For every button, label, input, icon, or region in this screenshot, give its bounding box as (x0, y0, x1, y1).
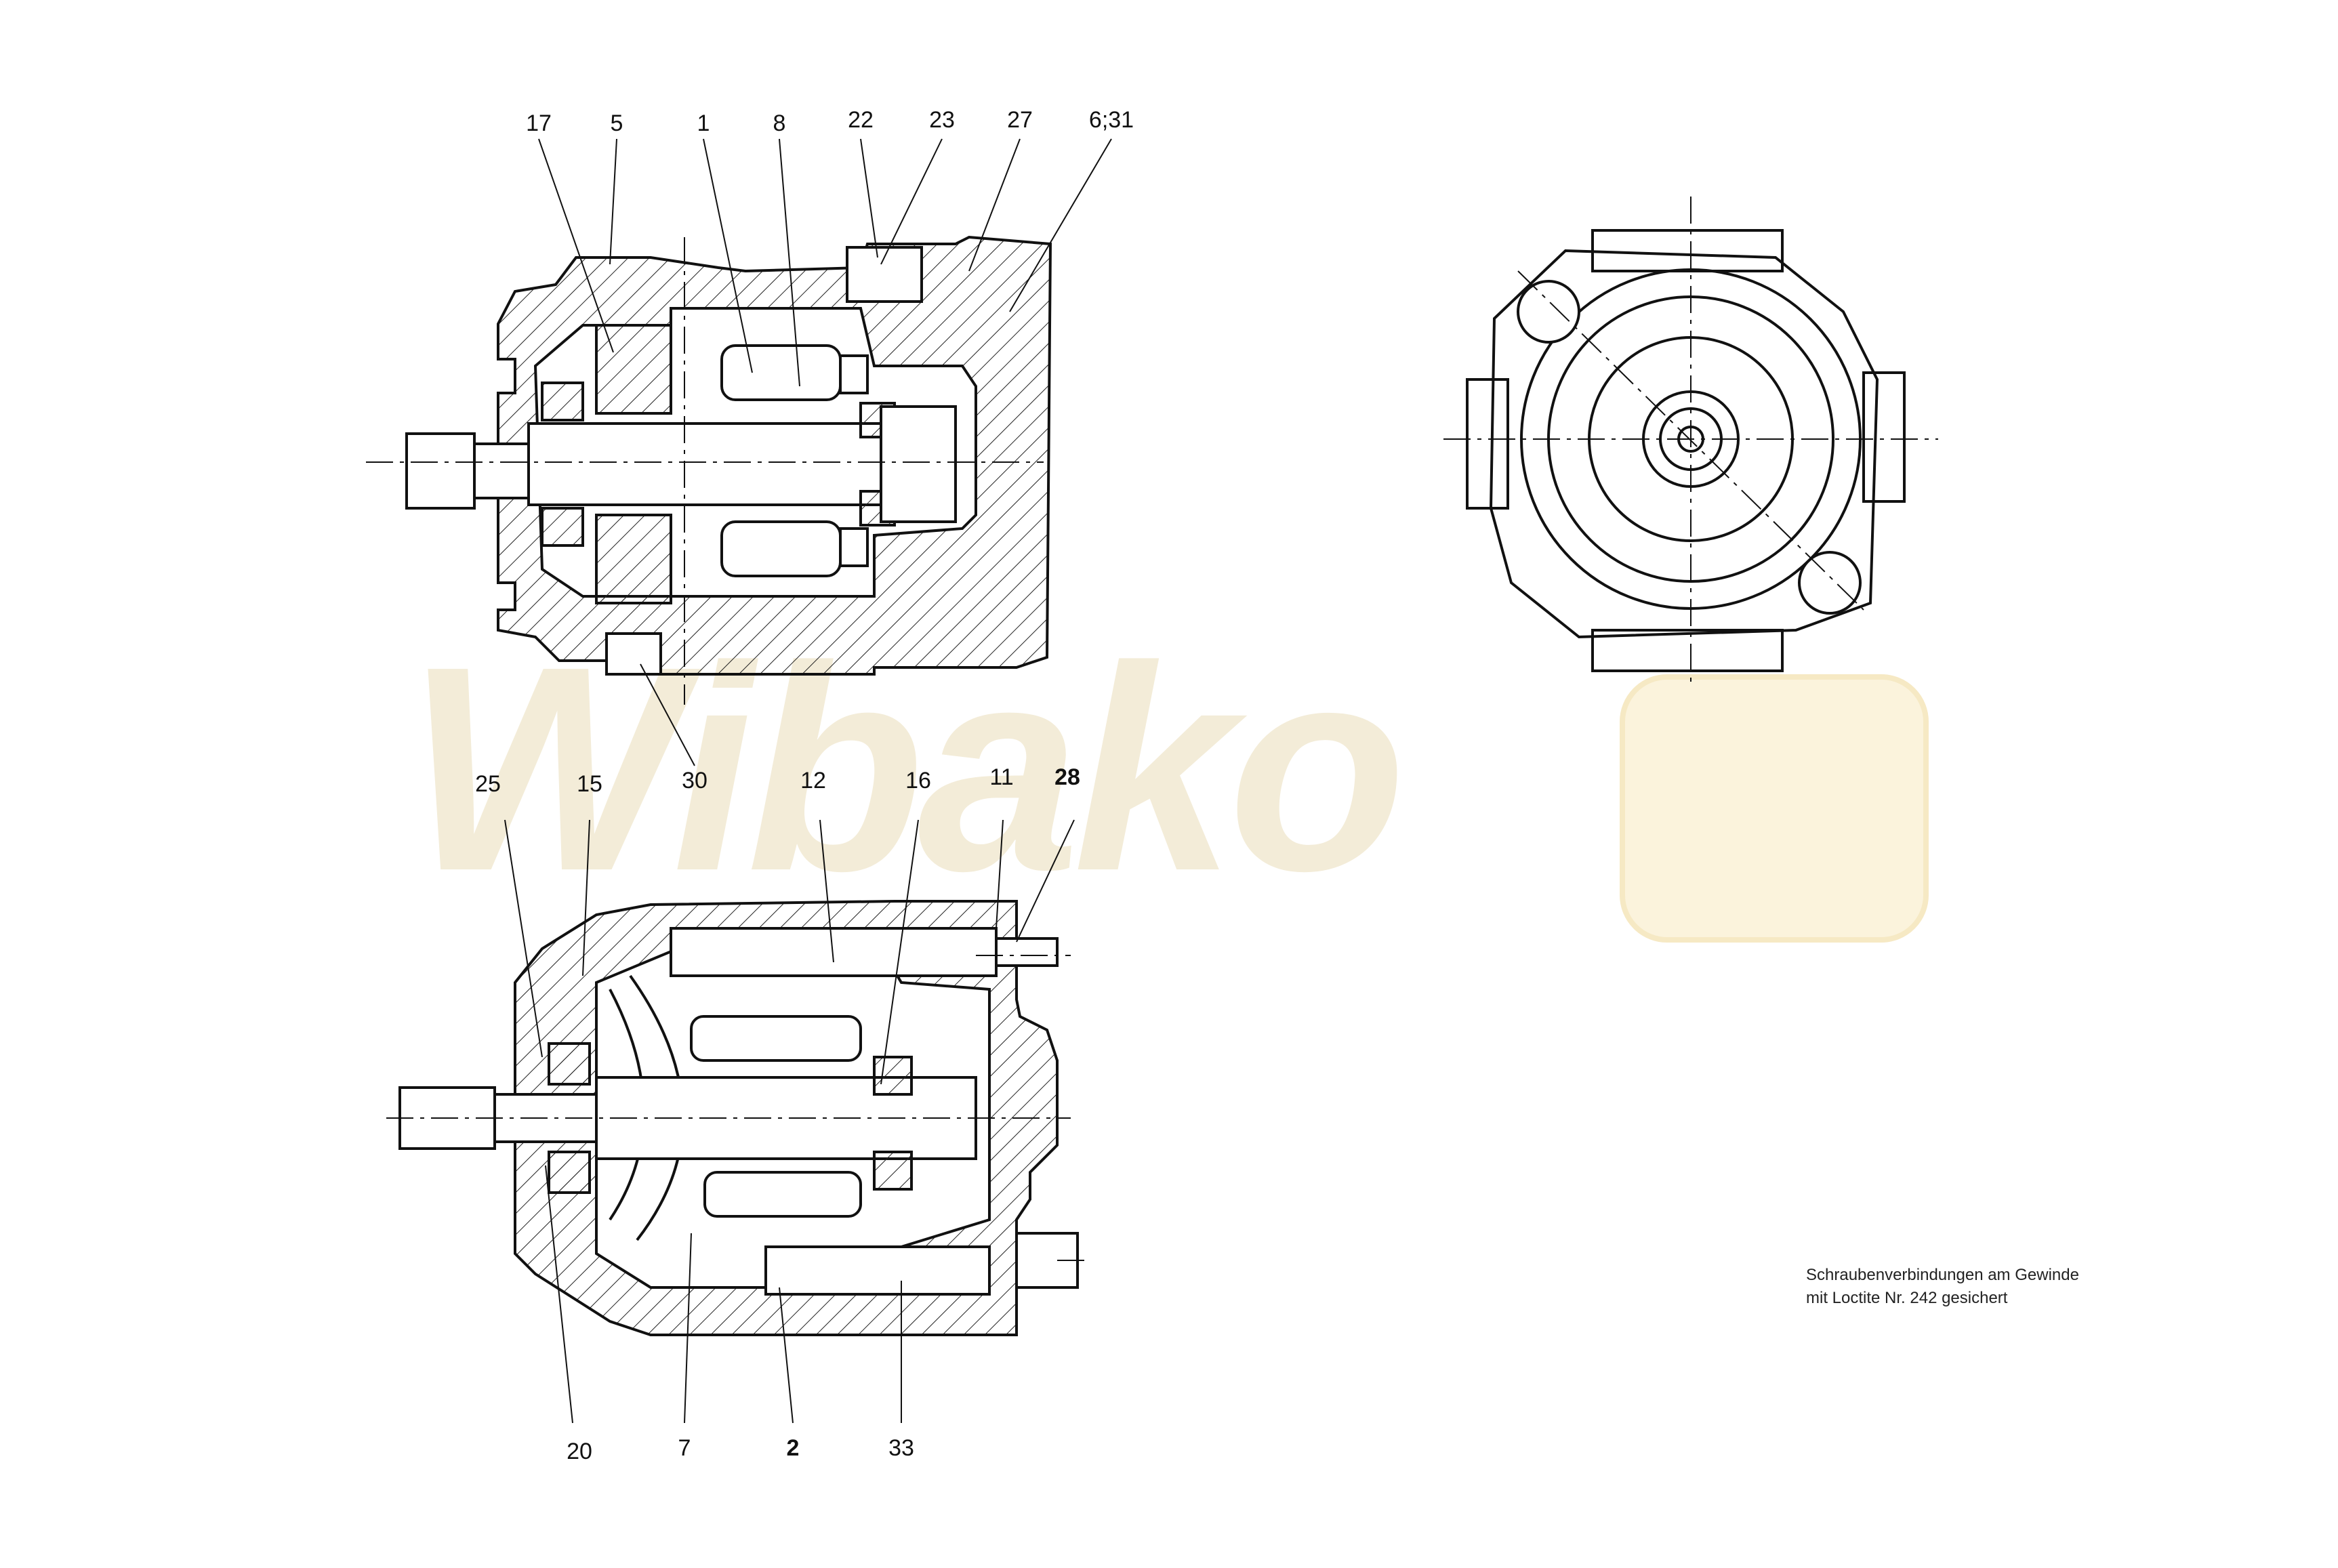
callout-25: 25 (475, 771, 501, 797)
callout-1: 1 (697, 110, 710, 136)
note-line-1: Schraubenverbindungen am Gewinde (1806, 1266, 2079, 1284)
note-line-2: mit Loctite Nr. 242 gesichert (1806, 1289, 2008, 1307)
callout-33: 33 (888, 1435, 914, 1461)
callout-5: 5 (610, 110, 623, 136)
callout-20: 20 (567, 1439, 592, 1464)
watermark-text: Wibako (407, 606, 1406, 932)
top-section-view (366, 235, 1052, 705)
callout-11: 11 (989, 764, 1014, 790)
callout-27: 27 (1007, 107, 1033, 133)
callout-22: 22 (848, 107, 874, 133)
top-leader-lines (538, 138, 1112, 766)
callout-7: 7 (678, 1435, 691, 1461)
assembly-note: Schraubenverbindungen am Gewinde mit Loc… (1806, 1264, 2079, 1310)
end-view (1443, 197, 1938, 684)
callout-2: 2 (786, 1435, 800, 1461)
callout-6-31: 6;31 (1088, 107, 1134, 133)
callout-8: 8 (773, 110, 786, 136)
watermark-badge (1620, 674, 1929, 943)
callout-23: 23 (929, 107, 955, 133)
callout-16: 16 (905, 768, 931, 793)
callout-15: 15 (577, 771, 602, 797)
callout-30: 30 (682, 768, 707, 793)
callout-12: 12 (800, 768, 826, 793)
callout-28: 28 (1054, 764, 1080, 790)
bottom-section-view (386, 900, 1091, 1336)
bottom-leader-lines (504, 819, 1075, 1424)
callout-17: 17 (526, 110, 552, 136)
watermark: Wibako (380, 610, 1972, 962)
